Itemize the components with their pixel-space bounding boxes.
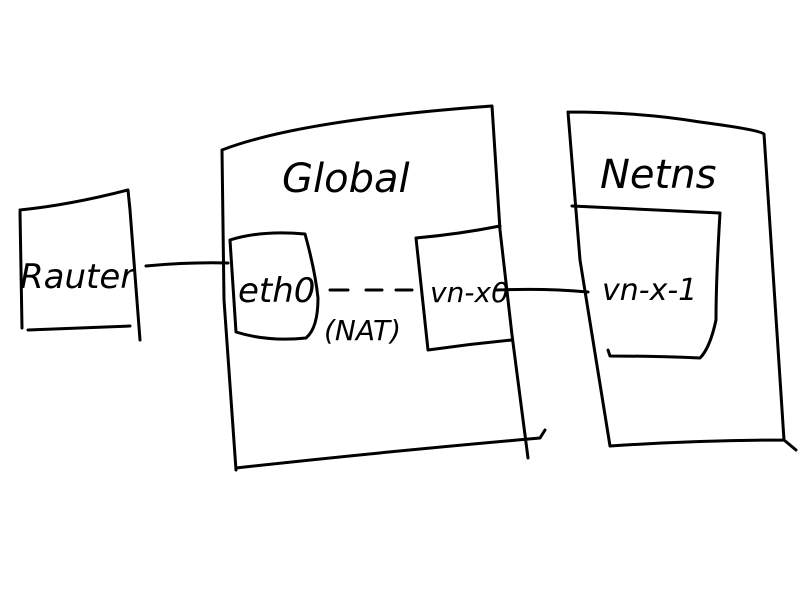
router-node: Rauter [18,188,142,342]
vn-x0-interface: vn-x0 [414,224,514,352]
vn-x1-label: vn-x-1 [602,273,697,308]
vn-x0-box [414,224,514,352]
nat-label: (NAT) [324,314,401,347]
router-eth0-link [144,261,230,268]
eth0-label: eth0 [238,271,315,311]
vn-x0-vn-x1-link [494,287,590,294]
vn-x1-box [570,204,722,360]
vn-x0-label: vn-x0 [430,276,509,309]
netns-namespace: Netns vn-x-1 [566,110,798,452]
netns-title: Netns [600,152,716,198]
eth0-box [228,231,320,341]
vn-x1-interface: vn-x-1 [570,204,722,360]
router-box [18,188,142,342]
global-title: Global [282,156,410,202]
global-namespace: Global eth0 (NAT) vn-x0 [220,104,547,472]
netns-box [566,110,798,452]
global-box [220,104,547,472]
router-label: Rauter [20,257,136,297]
eth0-interface: eth0 [228,231,320,341]
